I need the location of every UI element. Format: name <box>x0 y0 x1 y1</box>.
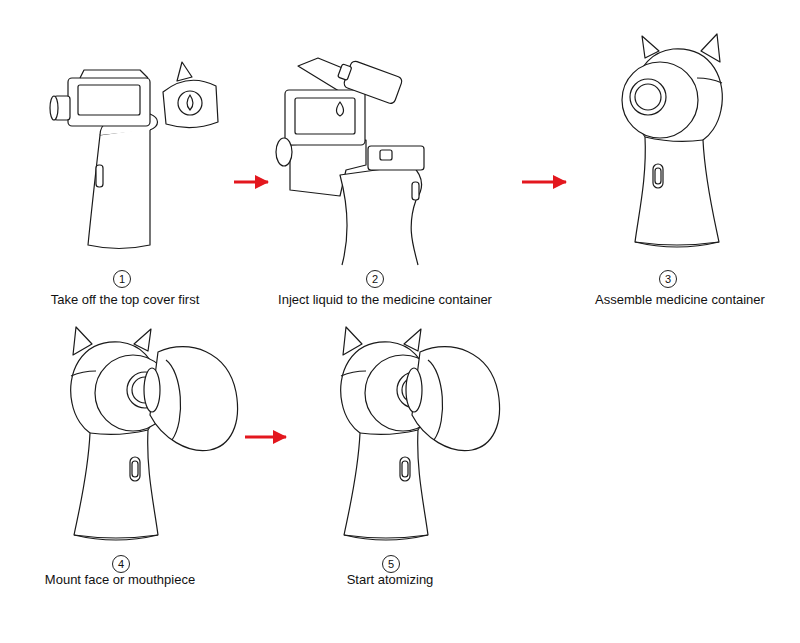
flow-arrow <box>245 436 286 439</box>
step-panel: 5Start atomizing <box>288 325 510 595</box>
step-number: 2 <box>366 270 384 288</box>
step-caption: Inject liquid to the medicine container <box>278 292 492 308</box>
step-panel: 2Inject liquid to the medicine container <box>270 30 520 315</box>
step-number: 5 <box>382 555 400 573</box>
step-caption: Assemble medicine container <box>595 292 765 308</box>
flow-arrow <box>522 181 566 184</box>
device-open-cover <box>50 62 218 249</box>
step-number: 1 <box>113 270 131 288</box>
step-caption: Start atomizing <box>347 572 434 588</box>
step-panel: 4Mount face or mouthpiece <box>30 325 243 595</box>
step-caption: Mount face or mouthpiece <box>45 572 195 588</box>
device-with-mask <box>71 327 171 540</box>
step-number: 4 <box>112 555 130 573</box>
face-mask <box>406 347 500 451</box>
step-panel: 1Take off the top cover first <box>30 30 232 315</box>
step-caption: Take off the top cover first <box>51 292 200 308</box>
device-fill-liquid <box>276 57 424 265</box>
device-assembled <box>622 34 722 247</box>
step-number: 3 <box>659 270 677 288</box>
flow-arrow <box>234 181 268 184</box>
face-mask <box>144 347 238 451</box>
step-panel: 3Assemble medicine container <box>568 30 785 315</box>
